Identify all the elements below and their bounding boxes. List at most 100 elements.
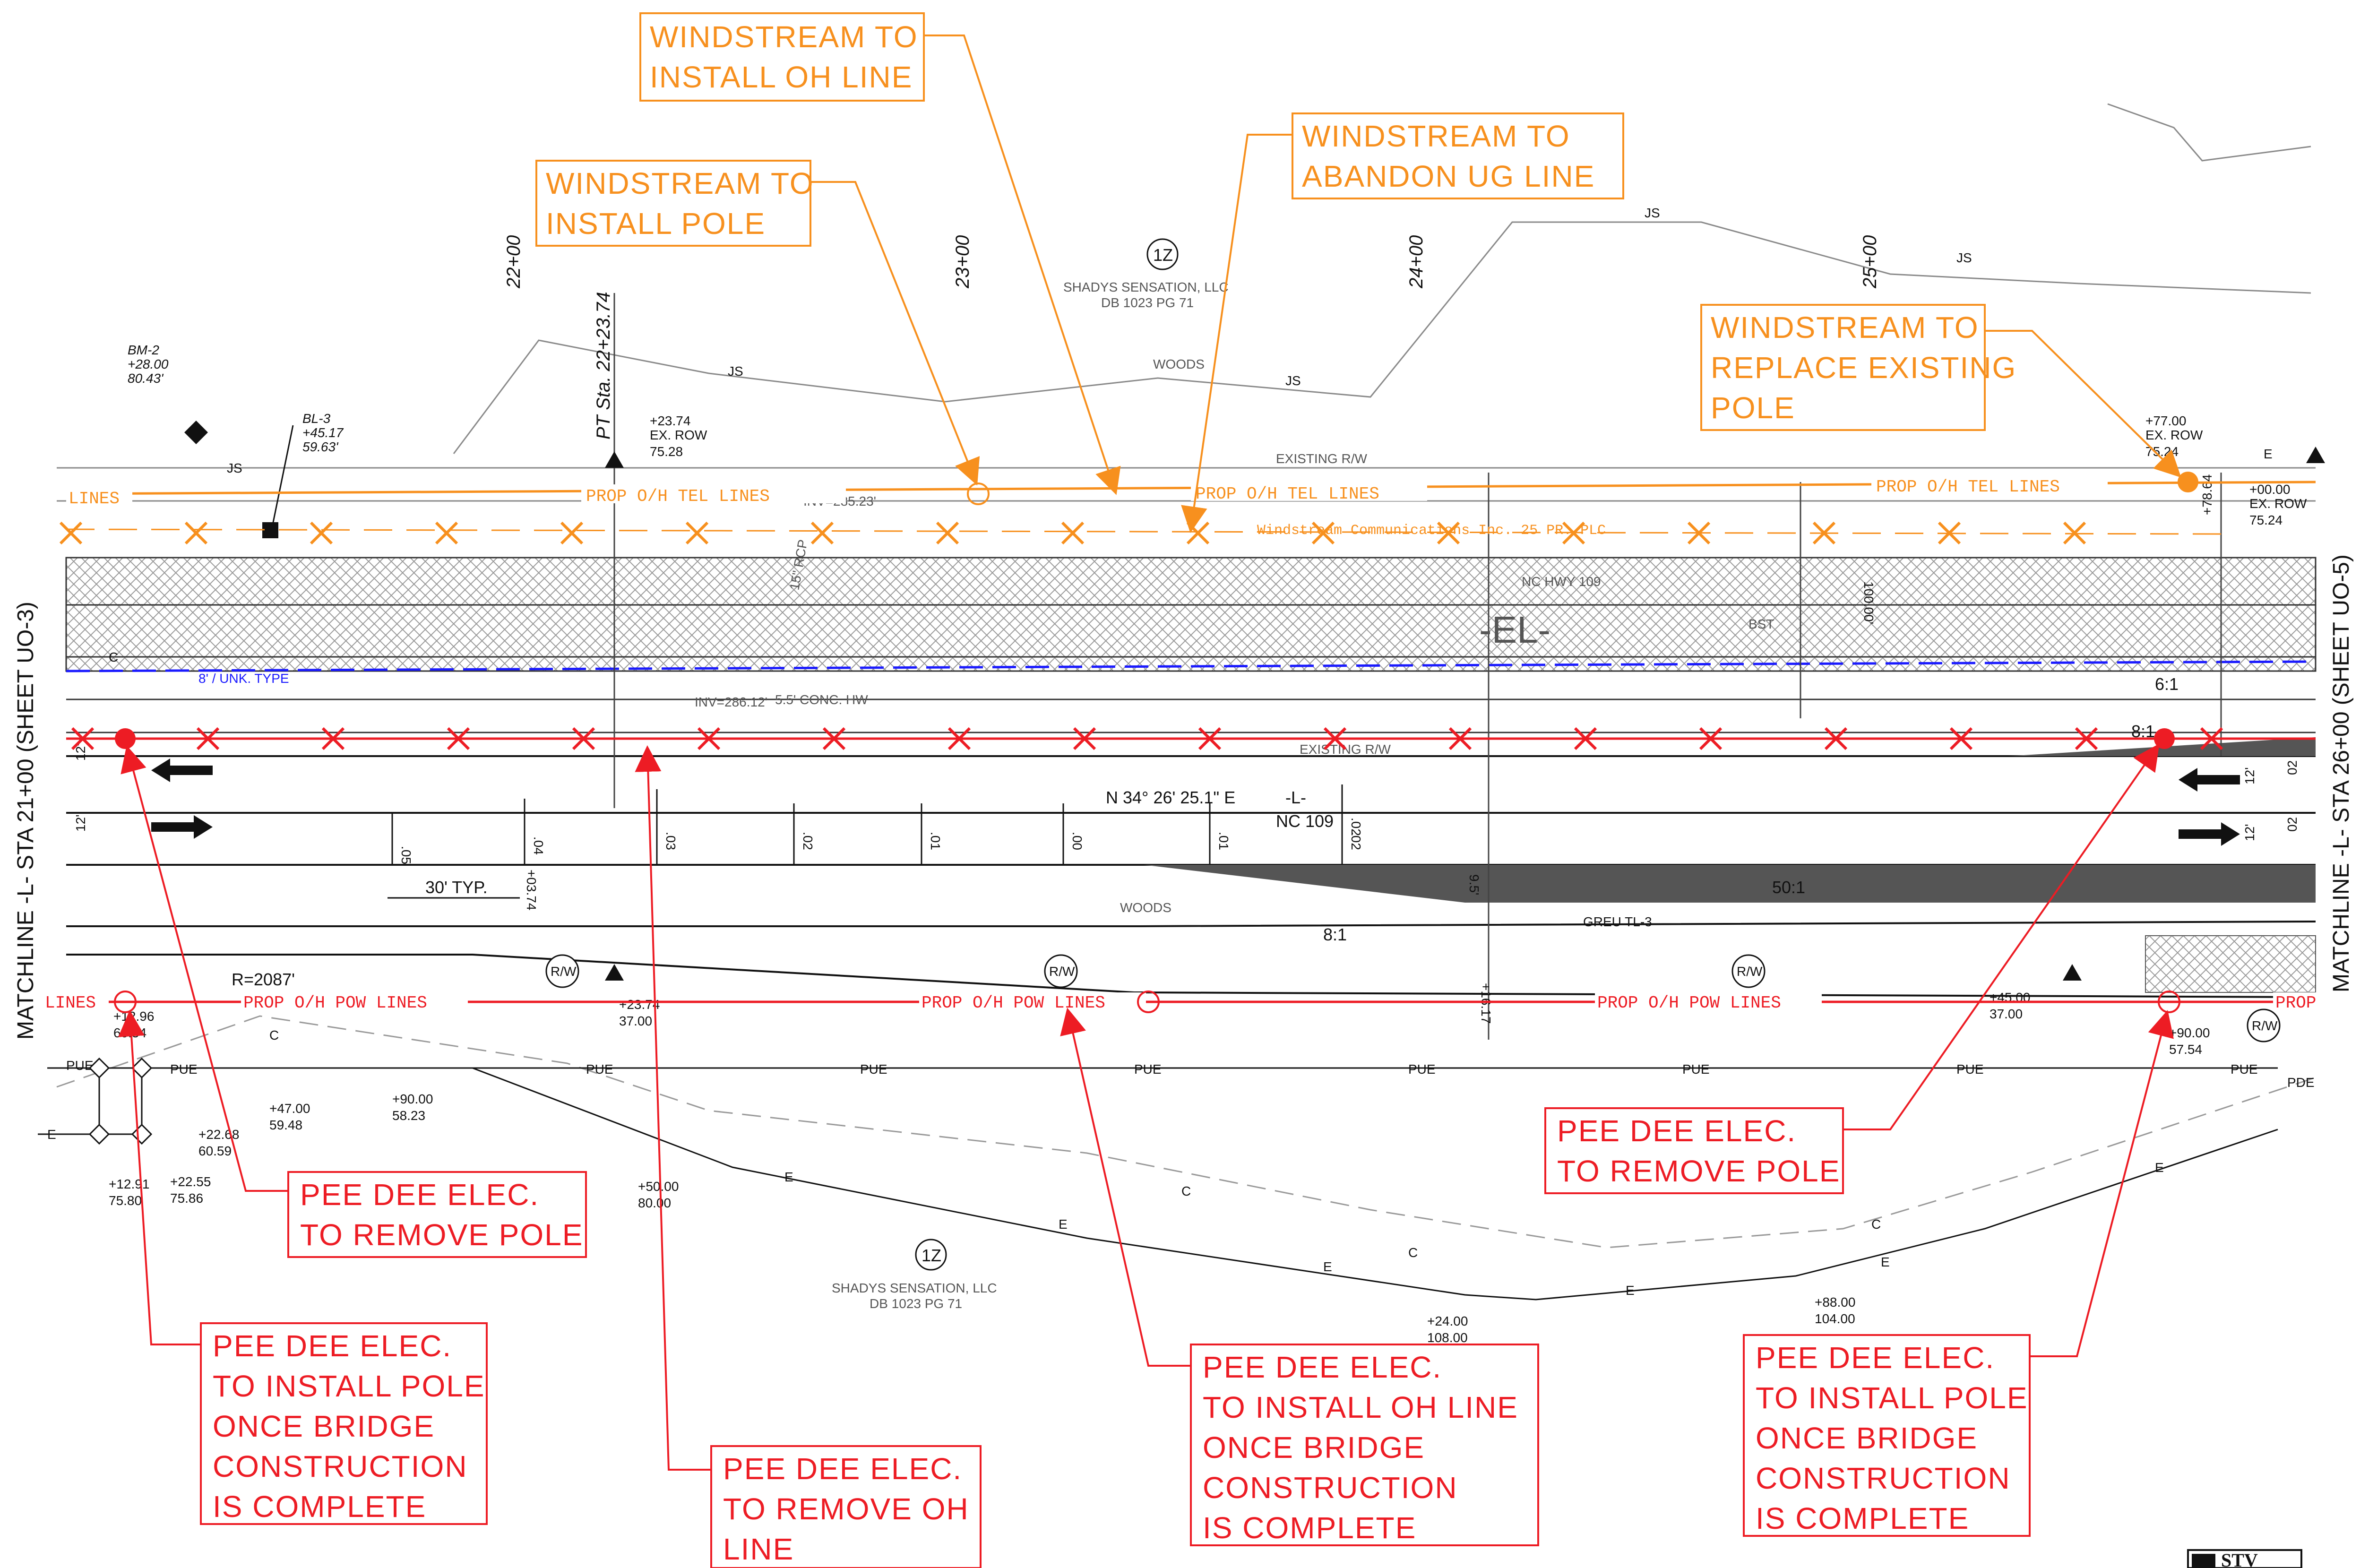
svg-text:75.28: 75.28 xyxy=(650,444,683,459)
svg-text:SHADYS SENSATION, LLC: SHADYS SENSATION, LLC xyxy=(832,1281,997,1295)
parcel-id-circle xyxy=(915,1239,947,1271)
pt-station-label: PT Sta. 22+23.74 xyxy=(593,292,614,439)
slope-label: .05 xyxy=(399,846,413,864)
e-tag: E xyxy=(1059,1217,1068,1232)
svg-text:37.00: 37.00 xyxy=(619,1014,652,1028)
callout-ws-install-pole: WINDSTREAM TO INSTALL POLE xyxy=(535,160,980,486)
roadway-edge-lines xyxy=(66,604,2316,733)
removal-x-mark xyxy=(1562,521,1585,545)
curve-radius-label: R=2087' xyxy=(232,970,295,989)
bearing-label: N 34° 26' 25.1" E xyxy=(1106,788,1235,807)
dim-label: 12' xyxy=(2242,824,2257,842)
rw-marker-icon: R/W xyxy=(545,954,579,988)
benchmark-bm2: BM-2 +28.00 80.43' xyxy=(128,343,208,444)
svg-text:ONCE BRIDGE: ONCE BRIDGE xyxy=(213,1409,435,1443)
removal-x-mark xyxy=(447,727,470,750)
typ-label: 30' TYP. xyxy=(425,878,488,897)
slope-marks xyxy=(391,784,1343,865)
bridge-deck-hatch xyxy=(2145,935,2316,993)
stv-logo: STV xyxy=(2187,1549,2302,1568)
existing-rw-label: EXISTING R/W xyxy=(1300,742,1391,757)
removal-x-mark xyxy=(2063,521,2086,545)
svg-text:INSTALL POLE: INSTALL POLE xyxy=(546,207,766,241)
pue-tag: PUE xyxy=(860,1062,887,1077)
removal-x-mark xyxy=(1812,521,1836,545)
removal-x-mark xyxy=(310,521,333,545)
removal-x-mark xyxy=(936,521,959,545)
removal-x-mark xyxy=(822,727,846,750)
removal-x-mark xyxy=(2200,727,2223,750)
svg-text:Windstream Communications Inc.: Windstream Communications Inc. 25 PR. PL… xyxy=(1257,523,1606,539)
woods-label: WOODS xyxy=(1120,900,1171,915)
prop-oh-tel-line: PROP O/H TEL LINES PROP O/H TEL LINES PR… xyxy=(66,475,2316,508)
svg-text:37.00: 37.00 xyxy=(1990,1007,2023,1021)
svg-text:R/W: R/W xyxy=(1049,964,1075,979)
dim-label: +03.74 xyxy=(524,870,539,910)
dim-label: +78.64 xyxy=(2200,474,2214,515)
benchmark-bl3: BL-3 +45.17 59.63' xyxy=(262,411,344,538)
property-owner-top: 1Z SHADYS SENSATION, LLC DB 1023 PG 71 xyxy=(1063,238,1229,310)
svg-text:WINDSTREAM TO: WINDSTREAM TO xyxy=(650,20,918,54)
dim-label: +16.17 xyxy=(1479,983,1493,1024)
callout-pd-install-pole-right: PEE DEE ELEC. TO INSTALL POLE ONCE BRIDG… xyxy=(1743,1010,2174,1537)
replace-pole-icon xyxy=(2178,472,2198,492)
greu-label: GREU TL-3 xyxy=(1583,914,1652,929)
svg-text:BM-2: BM-2 xyxy=(128,343,159,357)
c-tag: C xyxy=(1408,1245,1418,1260)
svg-text:R/W: R/W xyxy=(1737,964,1763,979)
svg-text:104.00: 104.00 xyxy=(1815,1311,1855,1326)
arrow-right-icon xyxy=(151,815,213,839)
svg-text:DB 1023 PG 71: DB 1023 PG 71 xyxy=(1101,295,1194,310)
survey-triangle-icon xyxy=(605,451,624,468)
svg-text:108.00: 108.00 xyxy=(1427,1330,1468,1345)
svg-text:+77.00: +77.00 xyxy=(2145,414,2186,428)
slope-ratio-label: 8:1 xyxy=(1323,925,1347,944)
svg-text:CONSTRUCTION: CONSTRUCTION xyxy=(213,1449,468,1483)
e-tag: E xyxy=(1626,1283,1635,1298)
svg-text:PEE DEE ELEC.: PEE DEE ELEC. xyxy=(1756,1341,1995,1375)
callout-pd-install-pole-left: PEE DEE ELEC. TO INSTALL POLE ONCE BRIDG… xyxy=(118,1010,488,1525)
e-tag: E xyxy=(2155,1160,2164,1175)
pue-tag: PUE xyxy=(1134,1062,1162,1077)
svg-text:EX. ROW: EX. ROW xyxy=(2249,496,2307,511)
svg-text:80.00: 80.00 xyxy=(638,1196,671,1210)
c-tag: C xyxy=(1871,1217,1881,1232)
survey-triangle-icon xyxy=(2306,447,2325,463)
callout-ws-install-oh: WINDSTREAM TO INSTALL OH LINE xyxy=(639,12,1121,495)
removal-x-mark xyxy=(1574,727,1597,750)
callout-pd-remove-pole-right: PEE DEE ELEC. TO REMOVE POLE xyxy=(1544,743,2160,1194)
arrow-left-icon xyxy=(151,758,213,782)
svg-text:PEE DEE ELEC.: PEE DEE ELEC. xyxy=(1557,1114,1796,1148)
svg-text:+22.55: +22.55 xyxy=(170,1174,211,1189)
arrow-left-icon xyxy=(2179,768,2240,792)
removal-x-mark xyxy=(1311,521,1335,545)
dim-label: 02 xyxy=(2285,760,2300,775)
removal-x-mark xyxy=(572,727,595,750)
svg-text:POLE: POLE xyxy=(1711,391,1795,425)
c-tag: C xyxy=(1181,1184,1191,1198)
removal-x-mark xyxy=(196,727,220,750)
slope-ratio-label: 50:1 xyxy=(1772,878,1805,897)
woods-label: WOODS xyxy=(1153,357,1205,371)
pue-tag: PUE xyxy=(2231,1062,2258,1077)
slope-label: .02 xyxy=(801,832,815,850)
removal-x-mark xyxy=(947,727,971,750)
tel-removal-x-marks xyxy=(59,521,2086,545)
js-tag: JS xyxy=(1645,206,1660,220)
removal-x-mark xyxy=(71,727,95,750)
svg-text:R/W: R/W xyxy=(2252,1018,2278,1033)
station-label: 22+00 xyxy=(503,235,524,289)
removal-x-mark xyxy=(1687,521,1711,545)
svg-text:CONSTRUCTION: CONSTRUCTION xyxy=(1203,1471,1458,1505)
remove-pole-icon xyxy=(2154,728,2175,749)
callout-pd-install-oh: PEE DEE ELEC. TO INSTALL OH LINE ONCE BR… xyxy=(1060,1008,1539,1546)
row-mark: +00.00 EX. ROW 75.24 xyxy=(2249,482,2307,527)
